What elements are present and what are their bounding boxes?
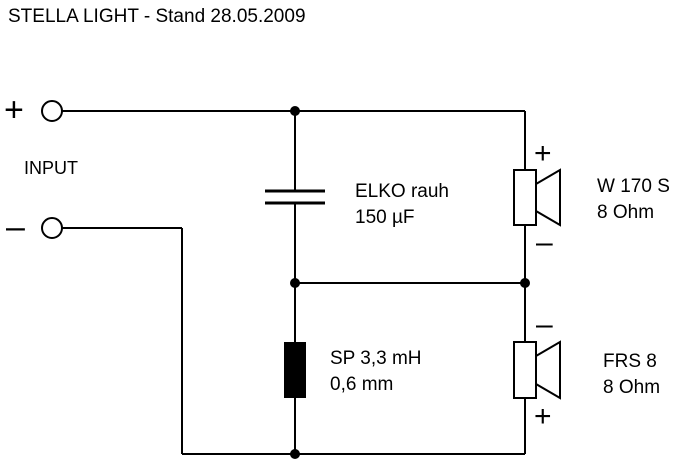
wires — [62, 110, 526, 455]
woofer-polarity-bottom: – — [536, 226, 553, 259]
capacitor-symbol — [265, 189, 325, 205]
capacitor-value: 150 µF — [355, 207, 415, 228]
input-label: INPUT — [24, 158, 78, 178]
capacitor-name: ELKO rauh — [355, 181, 449, 202]
junction-dot-top — [290, 106, 300, 116]
fullrange-name: FRS 8 — [603, 351, 657, 372]
fullrange-polarity-top: – — [536, 308, 553, 341]
input-minus-terminal — [41, 217, 63, 239]
input-minus-sign: – — [6, 208, 25, 246]
inductor-value: 0,6 mm — [330, 374, 393, 395]
input-plus-terminal — [41, 100, 63, 122]
woofer-impedance: 8 Ohm — [597, 202, 654, 223]
input-plus-sign: + — [4, 91, 24, 129]
inductor-symbol — [284, 342, 306, 398]
junction-dot-middle-right — [520, 278, 530, 288]
fullrange-speaker-icon — [513, 340, 561, 400]
woofer-name: W 170 S — [597, 176, 670, 197]
junction-dot-bottom — [290, 449, 300, 459]
fullrange-impedance: 8 Ohm — [603, 377, 660, 398]
woofer-speaker-icon — [513, 168, 561, 227]
inductor-name: SP 3,3 mH — [330, 348, 422, 369]
woofer-polarity-top: + — [534, 137, 552, 170]
fullrange-polarity-bottom: + — [534, 400, 552, 433]
junction-dot-middle-left — [290, 278, 300, 288]
page-title: STELLA LIGHT - Stand 28.05.2009 — [8, 6, 306, 27]
